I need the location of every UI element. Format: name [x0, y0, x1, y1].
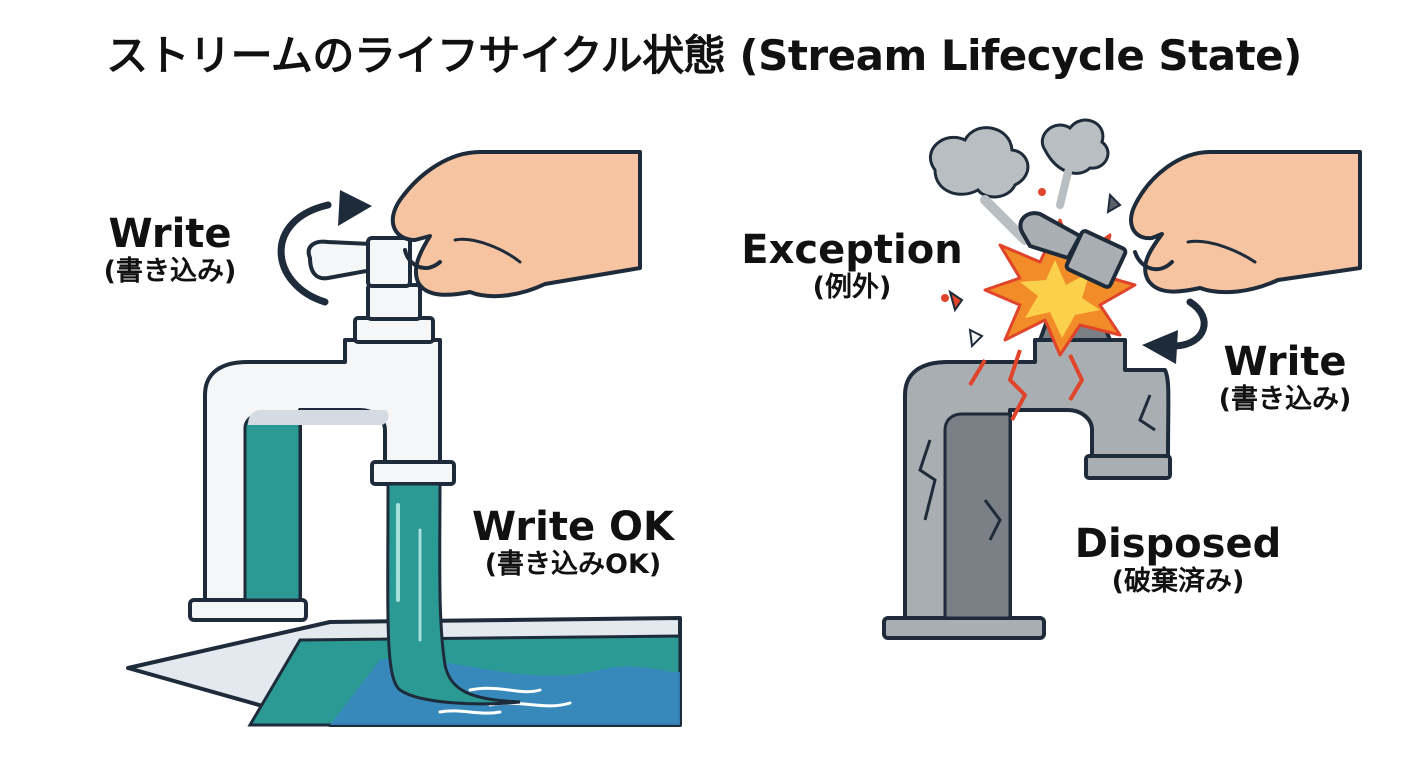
left-write-label-en: Write [108, 211, 232, 257]
exception-label: Exception (例外) [722, 228, 982, 303]
right-rotate-arrow [1142, 298, 1208, 364]
left-write-label-ja: (書き込み) [103, 255, 237, 287]
exception-label-en: Exception [741, 227, 963, 273]
broken-handle [1018, 211, 1128, 289]
right-faucet [882, 310, 1172, 640]
left-write-label: Write (書き込み) [70, 212, 270, 287]
left-faucet [188, 236, 521, 706]
left-rotate-arrow [277, 190, 372, 306]
right-write-label-en: Write [1223, 339, 1347, 385]
write-ok-label-en: Write OK [471, 504, 675, 550]
left-hand [390, 150, 642, 299]
disposed-label: Disposed (破棄済み) [1058, 522, 1298, 597]
disposed-label-ja: (破棄済み) [1111, 565, 1245, 597]
right-hand [1129, 150, 1362, 295]
right-write-label: Write (書き込み) [1185, 340, 1385, 415]
disposed-label-en: Disposed [1074, 521, 1282, 567]
exception-label-ja: (例外) [812, 271, 892, 303]
page-title: ストリームのライフサイクル状態 (Stream Lifecycle State) [106, 31, 1302, 80]
right-write-label-ja: (書き込み) [1218, 383, 1352, 415]
write-ok-label-ja: (書き込みOK) [484, 548, 662, 580]
write-ok-label: Write OK (書き込みOK) [448, 505, 698, 580]
smoke-clouds [928, 118, 1110, 245]
